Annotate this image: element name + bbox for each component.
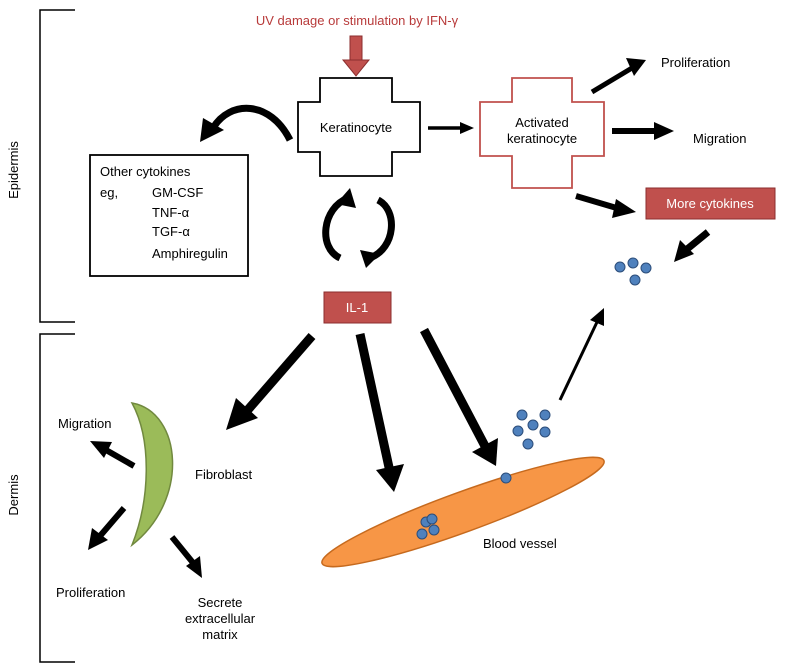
cytokine-item: TNF-α: [152, 205, 190, 220]
ecm-label-line2: extracellular: [185, 611, 256, 626]
fibroblast-migration-label: Migration: [58, 416, 111, 431]
circular-arrows: [322, 188, 395, 268]
blood-vessel: [321, 456, 605, 568]
epidermis-label: Epidermis: [6, 141, 21, 199]
il1-box: [323, 291, 392, 324]
activated-label-line2: keratinocyte: [507, 131, 577, 146]
activated-label-line1: Activated: [515, 115, 568, 130]
epidermis-bracket: [39, 9, 75, 323]
migration-top-label: Migration: [693, 131, 746, 146]
keratinocyte-label: Keratinocyte: [320, 120, 392, 135]
arrow-fibroblast-to-migration: [90, 441, 136, 469]
proliferation-top-label: Proliferation: [661, 55, 730, 70]
arrow-cytokines-to-dots: [674, 229, 711, 262]
arrow-il1-to-vessel-right: [420, 327, 498, 466]
dermis-label: Dermis: [6, 474, 21, 516]
dermis-bracket: [39, 333, 75, 663]
arrow-vessel-to-top-dots: [558, 308, 604, 401]
trigger-arrow: [341, 35, 371, 77]
curved-arrow-to-cytokines: [200, 104, 294, 142]
cytokine-item: Amphiregulin: [152, 246, 228, 261]
more-cytokines-box: [645, 187, 776, 220]
more-cytokines-label: More cytokines: [666, 196, 754, 211]
arrow-fibroblast-to-proliferation: [88, 506, 127, 550]
ecm-label-line3: matrix: [202, 627, 238, 642]
arrow-to-proliferation-top: [590, 58, 646, 95]
blood-vessel-label: Blood vessel: [483, 536, 557, 551]
ecm-label-line1: Secrete: [198, 595, 243, 610]
keratinocyte-shape: [297, 77, 421, 177]
activated-keratinocyte-shape: [479, 77, 605, 189]
arrow-fibroblast-to-ecm: [169, 535, 202, 578]
fibroblast-label: Fibroblast: [195, 467, 252, 482]
cytokine-item: TGF-α: [152, 224, 190, 239]
fibroblast-shape: [130, 401, 174, 548]
cytokine-dots-top: [614, 257, 652, 286]
arrow-il1-to-vessel-left: [355, 333, 404, 492]
cytokine-item: GM-CSF: [152, 185, 203, 200]
other-cytokines-box: [89, 154, 249, 277]
cytokine-dots-vessel: [512, 409, 551, 450]
arrow-il1-to-fibroblast: [226, 333, 316, 430]
arrow-to-activated: [428, 122, 474, 134]
arrow-to-more-cytokines: [575, 193, 636, 218]
other-cytokines-eg: eg,: [100, 185, 118, 200]
other-cytokines-title: Other cytokines: [100, 164, 191, 179]
trigger-label: UV damage or stimulation by IFN-γ: [256, 13, 459, 28]
fibroblast-proliferation-label: Proliferation: [56, 585, 125, 600]
arrow-to-migration-top: [612, 122, 674, 140]
il1-label: IL-1: [346, 300, 368, 315]
